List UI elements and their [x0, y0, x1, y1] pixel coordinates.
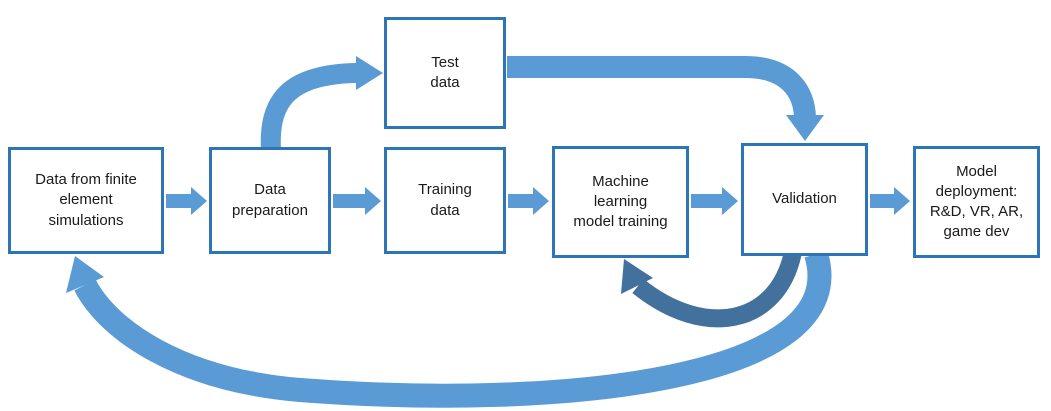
- arrow-test-data-to-validation: [507, 56, 824, 141]
- arrow-validation-to-fe-data: [66, 250, 832, 408]
- node-ml-training-label: Machine learning model training: [573, 172, 668, 231]
- node-ml-training: Machine learning model training: [552, 146, 689, 258]
- node-validation-label: Validation: [772, 190, 837, 208]
- node-validation: Validation: [741, 143, 868, 256]
- node-test-data-label: Test data: [430, 53, 460, 91]
- node-fe-data-label: Data from finite element simulations: [35, 171, 137, 229]
- node-data-preparation-label: Data preparation: [232, 181, 308, 219]
- arrow-ml-training-to-validation: [691, 187, 738, 215]
- arrow-data-prep-to-test-data: [260, 56, 383, 150]
- arrow-validation-to-deployment: [870, 187, 910, 215]
- arrow-training-data-to-ml-training: [508, 187, 549, 215]
- node-model-deployment: Model deployment: R&D, VR, AR, game dev: [913, 146, 1040, 258]
- node-model-deployment-label: Model deployment: R&D, VR, AR, game dev: [929, 162, 1024, 241]
- node-training-data: Training data: [384, 147, 506, 254]
- arrow-data-prep-to-training-data: [333, 187, 381, 215]
- node-data-preparation: Data preparation: [209, 147, 331, 254]
- node-test-data: Test data: [384, 17, 506, 129]
- node-training-data-label: Training data: [418, 181, 472, 219]
- node-fe-data: Data from finite element simulations: [8, 147, 164, 254]
- arrow-validation-to-ml-training: [621, 249, 802, 328]
- arrow-fe-data-to-data-prep: [166, 187, 207, 215]
